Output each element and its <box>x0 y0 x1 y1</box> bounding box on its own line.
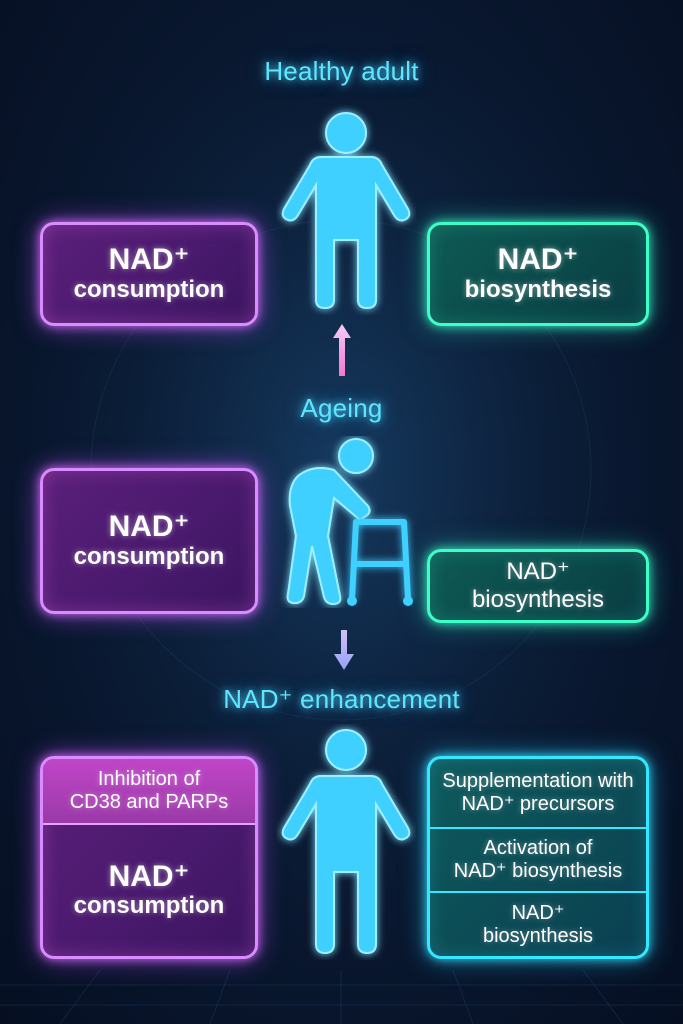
healthy-consumption-line2: consumption <box>73 275 225 303</box>
nad-enhancement-title: NAD⁺ enhancement <box>223 684 460 714</box>
ageing-consumption-line2: consumption <box>73 542 225 570</box>
arrow-up-icon <box>333 324 351 376</box>
enhancement-consumption-line2: consumption <box>73 892 225 920</box>
enhancement-biosynthesis-line2: biosynthesis <box>482 924 594 947</box>
supplementation-line1: Supplementation with <box>442 770 634 792</box>
healthy-nad-biosynthesis-box: NAD⁺ biosynthesis <box>427 222 649 326</box>
healthy-adult-title: Healthy adult <box>264 56 419 86</box>
healthy-nad-consumption-box: NAD⁺ consumption <box>40 222 258 326</box>
standing-person-icon <box>281 729 411 955</box>
enhancement-right-box: Supplementation with NAD⁺ precursors Act… <box>427 756 649 959</box>
ageing-consumption-line1: NAD⁺ <box>108 510 190 544</box>
enhancement-biosynthesis-segment: NAD⁺ biosynthesis <box>430 893 646 956</box>
supplementation-segment: Supplementation with NAD⁺ precursors <box>430 759 646 829</box>
inhibition-line2: CD38 and PARPs <box>69 791 229 813</box>
enhancement-consumption-line1: NAD⁺ <box>108 859 190 893</box>
activation-segment: Activation of NAD⁺ biosynthesis <box>430 829 646 893</box>
enhancement-biosynthesis-line1: NAD⁺ <box>511 901 565 924</box>
ageing-title: Ageing <box>300 393 383 423</box>
inhibition-segment: Inhibition of CD38 and PARPs <box>43 759 255 825</box>
healthy-biosynthesis-line2: biosynthesis <box>464 275 612 303</box>
enhancement-left-box: Inhibition of CD38 and PARPs NAD⁺ consum… <box>40 756 258 959</box>
standing-person-icon <box>281 112 411 310</box>
activation-line1: Activation of <box>483 837 593 859</box>
inhibition-line1: Inhibition of <box>97 768 201 790</box>
ageing-biosynthesis-line2: biosynthesis <box>471 586 605 613</box>
activation-line2: NAD⁺ biosynthesis <box>453 860 623 882</box>
ageing-nad-consumption-box: NAD⁺ consumption <box>40 468 258 614</box>
ageing-biosynthesis-line1: NAD⁺ <box>506 558 570 586</box>
arrow-down-icon <box>334 630 354 670</box>
ageing-nad-biosynthesis-box: NAD⁺ biosynthesis <box>427 549 649 623</box>
enhancement-consumption-segment: NAD⁺ consumption <box>43 825 255 956</box>
elderly-person-with-walker-icon <box>286 438 413 606</box>
healthy-consumption-line1: NAD⁺ <box>108 243 190 277</box>
healthy-biosynthesis-line1: NAD⁺ <box>497 243 579 277</box>
supplementation-line2: NAD⁺ precursors <box>461 793 615 815</box>
